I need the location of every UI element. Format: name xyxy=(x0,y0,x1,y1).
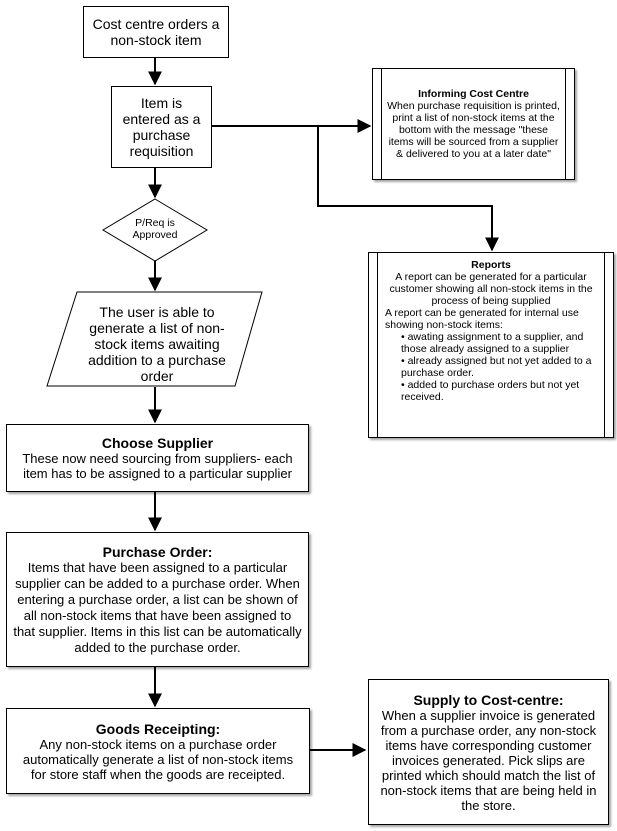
reports-title: Reports xyxy=(471,259,511,271)
reports-bullet-3: • added to purchase orders but not yet r… xyxy=(401,379,580,403)
reports-bullet-2: • already assigned but not yet added to … xyxy=(401,355,592,379)
informing-cost-centre-box: Informing Cost Centre When purchase requ… xyxy=(372,68,575,180)
reports-line1: A report can be generated for a particul… xyxy=(389,271,593,307)
goods-receipting-title: Goods Receipting: xyxy=(95,720,221,737)
choose-supplier-box: Choose Supplier These now need sourcing … xyxy=(6,424,309,492)
cost-centre-orders-box: Cost centre orders a non-stock item xyxy=(83,6,229,58)
choose-supplier-body: These now need sourcing from suppliers- … xyxy=(22,451,293,481)
reports-line2: A report can be generated for internal u… xyxy=(385,307,579,331)
cost-centre-orders-text: Cost centre orders a non-stock item xyxy=(92,16,220,48)
purchase-order-box: Purchase Order: Items that have been ass… xyxy=(6,532,309,667)
reports-box: Reports A report can be generated for a … xyxy=(368,252,614,438)
supply-cost-centre-box: Supply to Cost-centre: When a supplier i… xyxy=(368,679,609,825)
informing-cost-centre-body: When purchase requisition is printed, pr… xyxy=(387,100,560,160)
user-generate-list-label: The user is able to generate a list of n… xyxy=(88,304,226,384)
supply-cost-centre-body: When a supplier invoice is generated fro… xyxy=(380,707,597,813)
arrow-entered-to-reports xyxy=(317,126,499,252)
parallelogram-shape xyxy=(46,291,263,387)
decision-diamond xyxy=(102,198,208,262)
goods-receipting-body: Any non-stock items on a purchase order … xyxy=(22,736,294,782)
goods-receipting-box: Goods Receipting: Any non-stock items on… xyxy=(6,708,310,794)
informing-cost-centre-title: Informing Cost Centre xyxy=(418,88,529,100)
reports-bullet-1: • awating assignment to a supplier, and … xyxy=(401,331,584,355)
choose-supplier-title: Choose Supplier xyxy=(101,435,214,451)
supply-cost-centre-title: Supply to Cost-centre: xyxy=(413,691,564,708)
item-entered-text: Item is entered as a purchase requisitio… xyxy=(122,95,201,159)
item-entered-box: Item is entered as a purchase requisitio… xyxy=(111,86,212,168)
purchase-order-title: Purchase Order: xyxy=(102,543,213,560)
purchase-order-body: Items that have been assigned to a parti… xyxy=(13,559,302,655)
preq-approved-label: P/Req is Approved xyxy=(132,217,178,241)
